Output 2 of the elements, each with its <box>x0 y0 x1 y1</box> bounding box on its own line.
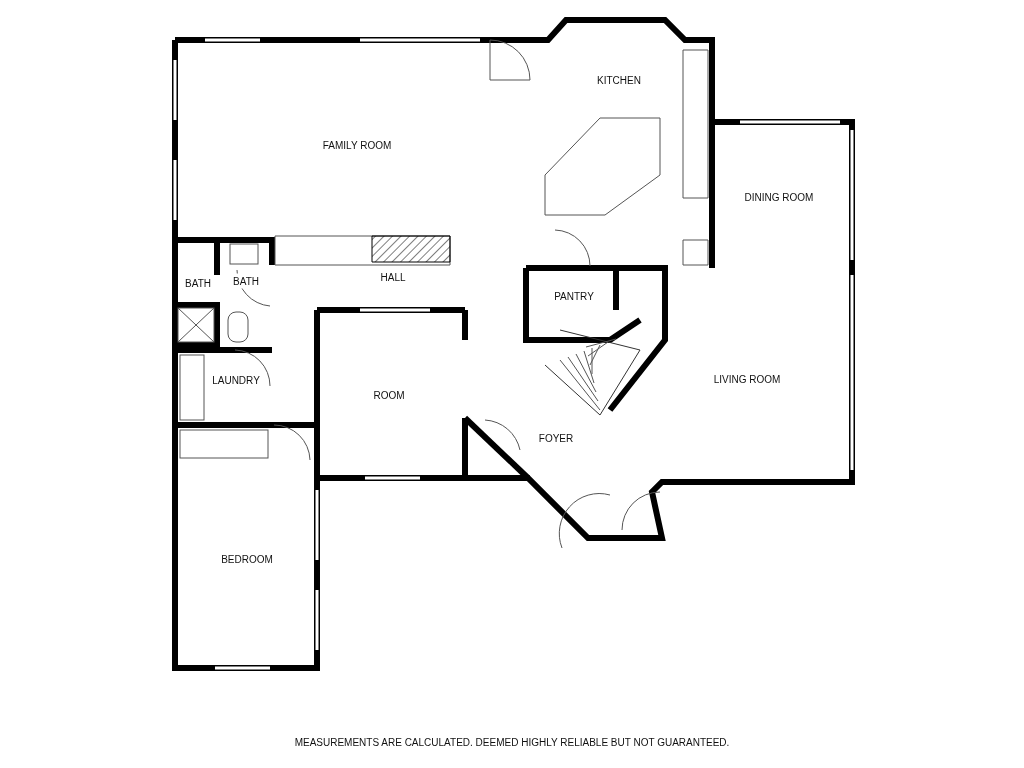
disclaimer-note: MEASUREMENTS ARE CALCULATED. DEEMED HIGHLY RELIABLE BUT NOT GUARANTEED. <box>294 735 730 750</box>
room-label: BATH <box>232 273 260 289</box>
